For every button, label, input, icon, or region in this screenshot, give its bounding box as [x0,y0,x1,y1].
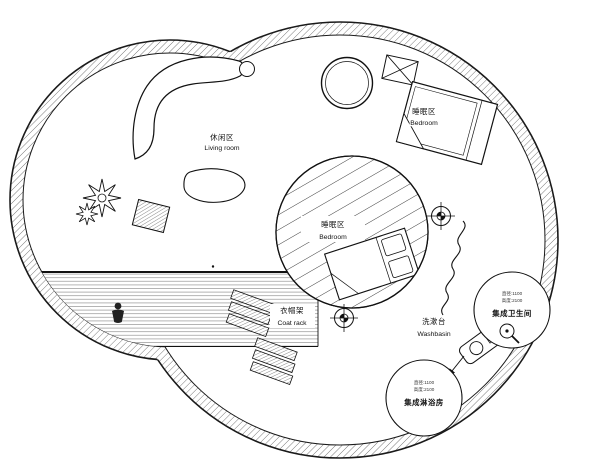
round-table [320,56,374,110]
shower-pod-spec1: 直径:1100 [414,379,435,385]
label-coat-rack-zh: 衣帽架 [280,306,304,315]
curtain-line [441,220,466,316]
coat-rack-shelves-1 [225,289,274,338]
label-washbasin-zh: 洗漱台 [422,317,446,326]
target-marker-icon [427,202,455,230]
plant-icon [75,178,122,226]
curved-sofa [132,56,245,160]
side-table [239,61,255,77]
coat-rack-area: 衣帽架 Coat rack [225,289,315,386]
living-room: 休闲区 Living room [75,56,255,234]
basin-icon [499,323,520,344]
blanket-fold [395,112,425,150]
label-bedroom-right-en: Bedroom [410,120,438,127]
bed-right-frame [395,80,499,166]
wall-inner-edge-main [134,34,546,446]
coat-label-bg [270,304,315,328]
bathroom-pod: 直径:1100 高度:2100 集成卫生间 [473,271,551,349]
coat-rack-shelves-2 [249,337,298,386]
bedroom-right: 睡眠区 Bedroom [395,80,499,166]
center-bed-platform: 睡眠区 Bedroom [275,155,429,309]
crossed-box-icon [381,54,419,86]
coffee-table [183,168,246,203]
label-coat-rack-en: Coat rack [277,320,307,327]
label-bedroom-right-zh: 睡眠区 [412,107,436,116]
shower-pod-spec2: 高度:2100 [414,386,435,393]
bathroom-pod-spec2: 高度:2100 [502,297,523,304]
target-marker-icon [330,304,358,332]
reference-dot [211,265,215,268]
label-shower-pod: 集成淋浴房 [403,398,443,407]
label-living-zh: 休闲区 [210,133,234,142]
lounge-chair [131,198,171,234]
shower-pod: 直径:1100 高度:2100 集成淋浴房 [385,359,463,437]
label-washbasin-en: Washbasin [417,331,451,338]
person-icon [112,302,124,323]
label-bathroom-pod: 集成卫生间 [491,309,531,318]
bathroom-pod-spec1: 直径:1100 [502,290,523,296]
label-bedroom-center-zh: 睡眠区 [321,220,345,229]
label-living-en: Living room [204,145,239,152]
platform-bed [323,227,421,301]
label-bedroom-center-en: Bedroom [319,234,347,241]
wall-outer-edge-main [121,21,559,459]
